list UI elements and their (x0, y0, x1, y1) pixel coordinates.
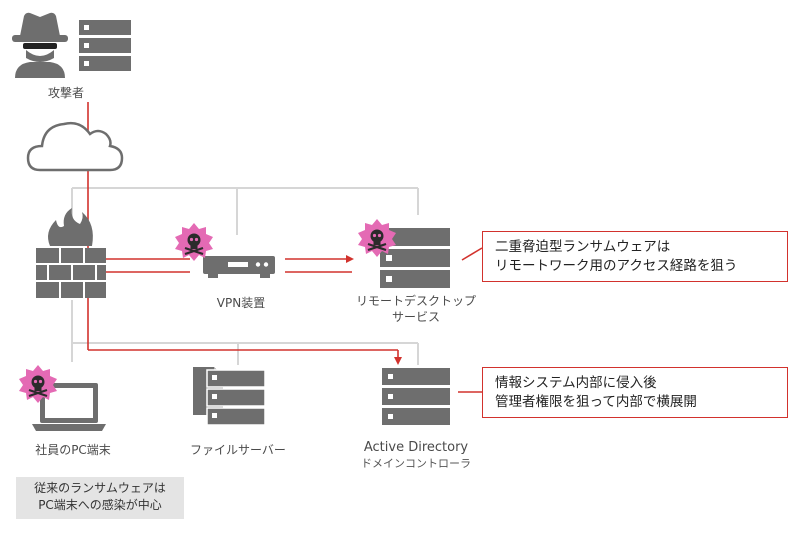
rdp-label-line2: サービス (391, 310, 440, 324)
cloud-icon (26, 121, 124, 172)
vpn-label: VPN装置 (216, 296, 266, 310)
callout-lateral-movement-line1: 情報システム内部に侵入後 (495, 375, 657, 391)
laptop-icon (32, 383, 106, 431)
note-line2: PC端末への感染が中心 (38, 498, 162, 512)
malware-icon-vpn (173, 221, 215, 263)
ad-label-line1: Active Directory (363, 440, 469, 455)
file-server-label: ファイルサーバー (190, 443, 286, 457)
callout-lateral-movement-line2: 管理者権限を狙って内部で横展開 (495, 394, 697, 410)
rdp-server-icon (380, 228, 450, 288)
legacy-ransomware-note: 従来のランサムウェアは PC端末への感染が中心 (16, 477, 184, 519)
attack-path (87, 102, 483, 393)
attacker-server-icon (79, 20, 131, 71)
attacker-icon (12, 12, 68, 78)
ad-label: Active Directory ドメインコントローラ (346, 440, 486, 472)
ad-label-line2: ドメインコントローラ (361, 457, 471, 470)
ad-server-icon (382, 368, 450, 425)
callout-remote-access: 二重脅迫型ランサムウェアは リモートワーク用のアクセス経路を狙う (482, 231, 788, 282)
attacker-label: 攻撃者 (47, 86, 84, 100)
rdp-label-line1: リモートデスクトップ (355, 294, 476, 308)
callout-remote-access-line2: リモートワーク用のアクセス経路を狙う (495, 258, 738, 274)
vpn-device-icon (203, 256, 275, 278)
employee-pc-label: 社員のPC端末 (35, 443, 111, 457)
network-lines (71, 187, 419, 365)
note-line1: 従来のランサムウェアは (34, 481, 166, 495)
callout-lateral-movement: 情報システム内部に侵入後 管理者権限を狙って内部で横展開 (482, 367, 788, 418)
callout-remote-access-line1: 二重脅迫型ランサムウェアは (495, 239, 671, 255)
rdp-label: リモートデスクトップ サービス (346, 293, 486, 325)
firewall-icon (36, 208, 106, 298)
file-server-icon (193, 367, 266, 426)
